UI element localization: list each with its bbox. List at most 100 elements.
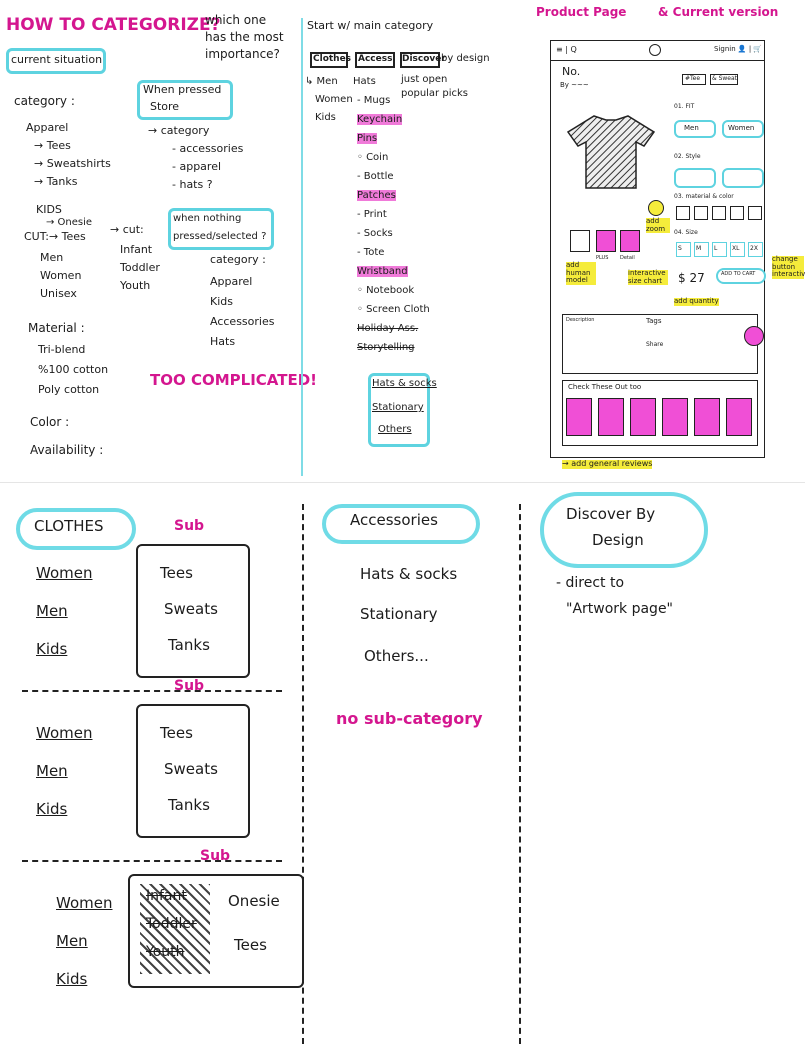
tag-chip-label: #Tee: [685, 75, 701, 82]
color-swatch: [730, 206, 744, 220]
style-option: [722, 168, 764, 188]
sub-label: Sub: [200, 848, 231, 864]
recommendation-tile: [598, 398, 624, 436]
color-swatch: [694, 206, 708, 220]
too-complicated-note: TOO COMPLICATED!: [150, 371, 317, 389]
clothes-item: ↳ Men: [305, 76, 338, 87]
cut-item: Women: [40, 269, 82, 282]
thumb-label: Detail: [620, 255, 635, 261]
group-separator: [22, 860, 282, 862]
sub-label: Sub: [174, 518, 205, 534]
zoom-pin-icon: [648, 200, 664, 216]
access-item: - Bottle: [357, 171, 394, 182]
material-item: %100 cotton: [38, 363, 109, 376]
tab-discover: [400, 52, 440, 68]
divider-vertical-1: [301, 18, 303, 476]
discover-title-line: Discover By: [566, 505, 656, 523]
group-left-item: Kids: [56, 970, 88, 988]
merged-item: Others: [378, 424, 412, 435]
wireframe-frame: [550, 40, 765, 458]
access-item: Keychain: [357, 114, 403, 125]
add-to-cart-button: [716, 268, 766, 284]
store-item: → category: [148, 124, 210, 137]
note-change-button: change button interactivity: [772, 255, 805, 280]
group-box: [136, 544, 250, 678]
fit-option-label: Men: [684, 124, 699, 132]
cut-item: Men: [40, 251, 64, 264]
group-right-item: Tees: [160, 724, 193, 742]
accessories-item: Others...: [364, 647, 429, 665]
onesie-label: → Onesie: [46, 217, 93, 228]
thumb-label: PLUS: [596, 255, 609, 261]
group-box: [128, 874, 304, 988]
access-item: Holiday Ass.: [357, 323, 419, 334]
group-left-item: Women: [36, 564, 93, 582]
clothes-title: CLOTHES: [34, 517, 104, 535]
group-right-item: Sweats: [164, 600, 218, 618]
column-divider: [519, 504, 521, 1044]
merged-item: Stationary: [372, 402, 424, 413]
nothing-item: Accessories: [210, 315, 275, 328]
by-design-label: by design: [441, 53, 490, 64]
no-sub-category-note: no sub-category: [336, 709, 483, 728]
tab-clothes: [310, 52, 348, 68]
nothing-item: Apparel: [210, 275, 253, 288]
fit-option-label: Women: [728, 124, 755, 132]
cut2-item: → cut:: [110, 223, 144, 236]
wireframe-nav-right: Signin 👤 | 🛒: [714, 45, 763, 53]
access-item: ◦ Coin: [357, 152, 389, 163]
access-item: Wristband: [357, 266, 408, 277]
when-pressed-line: Store: [150, 100, 180, 113]
wireframe-logo: [649, 44, 661, 56]
color-label: Color :: [30, 415, 70, 429]
group-right-item: Tees: [160, 564, 193, 582]
info-col-label: Description: [566, 317, 595, 323]
size-option: [694, 242, 709, 257]
group-right-item: Tanks: [168, 636, 210, 654]
discover-note: just open: [401, 74, 448, 85]
nothing-item: Kids: [210, 295, 233, 308]
note-human-model: add human model: [566, 261, 596, 286]
product-page-subtitle: & Current version: [658, 5, 779, 19]
access-item: ◦ Notebook: [357, 285, 415, 296]
size-option: [712, 242, 727, 257]
category-label: category :: [14, 94, 75, 108]
recommendation-tile: [630, 398, 656, 436]
cut2-item: Infant: [120, 243, 153, 256]
fit-label: 01. FIT: [674, 103, 695, 110]
column-divider: [302, 504, 304, 1044]
question-line-2: has the most: [205, 30, 284, 44]
merged-category-box: [368, 373, 430, 447]
size-label: 04. Size: [674, 229, 698, 236]
question-line-3: importance?: [205, 47, 280, 61]
category-item: → Sweatshirts: [34, 157, 111, 170]
recommendation-tile: [726, 398, 752, 436]
store-item: - apparel: [172, 160, 222, 173]
crossed-item: Infant: [146, 888, 187, 904]
size-option-label: S: [678, 245, 682, 252]
when-nothing-box: [168, 208, 274, 250]
store-item: - accessories: [172, 142, 244, 155]
size-option: [748, 242, 763, 257]
category-item: → Tanks: [34, 175, 78, 188]
recommendation-tile: [694, 398, 720, 436]
thumbnail-outline: [570, 230, 590, 252]
discover-note-line: - direct to: [556, 575, 625, 591]
discover-pill: [540, 492, 708, 568]
accessories-pill: [322, 504, 480, 544]
recommendation-tile: [566, 398, 592, 436]
size-option-label: 2X: [750, 245, 758, 252]
main-category-heading: Start w/ main category: [307, 19, 434, 32]
tab-clothes-label: Clothes: [313, 54, 352, 64]
group-box: [136, 704, 250, 838]
cut2-item: Toddler: [120, 261, 160, 274]
tag-chip: [710, 74, 738, 85]
group-right-item: Onesie: [228, 892, 280, 910]
group-left-item: Men: [56, 932, 88, 950]
note-general-reviews: → add general reviews: [562, 459, 653, 469]
access-item: Patches: [357, 190, 396, 201]
clothes-item: Women: [315, 94, 353, 105]
wireframe-nav-rule: [550, 60, 765, 61]
tag-chip-label: & Sweat: [712, 75, 738, 82]
